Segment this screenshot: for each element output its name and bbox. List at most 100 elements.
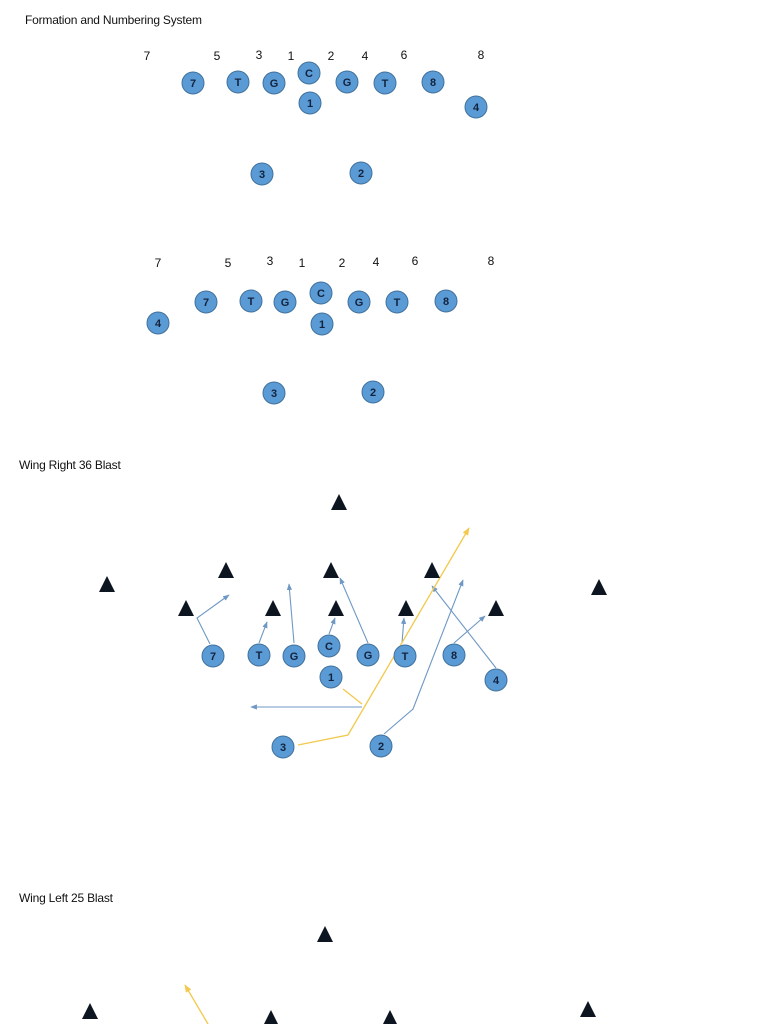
player-label: G (343, 77, 352, 89)
player-label: T (394, 297, 401, 309)
player-t: T (247, 643, 271, 667)
player-1: 1 (310, 312, 334, 336)
player-7: 7 (194, 290, 218, 314)
player-label: 7 (203, 297, 209, 309)
blocking-route-arrow-icon (400, 617, 407, 644)
defender-triangle-icon (317, 926, 333, 942)
defender-triangle-icon (82, 1003, 98, 1019)
player-1: 1 (319, 665, 343, 689)
player-4: 4 (464, 95, 488, 119)
player-8: 8 (421, 70, 445, 94)
hole-number: 5 (225, 256, 232, 270)
player-label: 1 (307, 98, 313, 110)
player-circle-icon (194, 290, 218, 314)
player-label: 2 (378, 741, 384, 753)
player-circle-icon (361, 380, 385, 404)
player-label: G (364, 650, 373, 662)
player-label: 3 (271, 388, 277, 400)
player-circle-icon (239, 289, 263, 313)
defenders-layer (82, 494, 607, 1024)
player-label: 4 (155, 318, 162, 330)
hole-number: 6 (401, 48, 408, 62)
player-circle-icon (250, 162, 274, 186)
hole-number: 7 (155, 256, 162, 270)
blocking-route-arrow-icon (286, 583, 295, 644)
defender-triangle-icon (383, 1010, 397, 1024)
blocking-route-arrow-icon (383, 579, 464, 735)
player-label: 8 (430, 77, 436, 89)
player-label: G (290, 651, 299, 663)
player-circle-icon (385, 290, 409, 314)
hole-number: 3 (256, 48, 263, 62)
defender-triangle-icon (264, 1010, 278, 1024)
player-g: G (335, 70, 359, 94)
blocking-route-arrow-icon (258, 621, 268, 644)
player-circle-icon (464, 95, 488, 119)
player-circle-icon (247, 643, 271, 667)
player-label: T (382, 78, 389, 90)
player-circle-icon (310, 312, 334, 336)
player-label: 3 (259, 169, 265, 181)
defender-triangle-icon (398, 600, 414, 616)
player-1: 1 (298, 91, 322, 115)
player-8: 8 (442, 643, 466, 667)
player-g: G (356, 643, 380, 667)
player-circle-icon (442, 643, 466, 667)
section-title-formation: Formation and Numbering System (25, 13, 202, 27)
player-circle-icon (309, 281, 333, 305)
player-t: T (226, 70, 250, 94)
player-c: C (309, 281, 333, 305)
defender-triangle-icon (178, 600, 194, 616)
defender-triangle-icon (99, 576, 115, 592)
player-circle-icon (181, 71, 205, 95)
player-label: 7 (210, 651, 216, 663)
defender-triangle-icon (424, 562, 440, 578)
hole-number: 4 (362, 49, 369, 63)
hole-number: 8 (478, 48, 485, 62)
player-7: 7 (201, 644, 225, 668)
player-circle-icon (356, 643, 380, 667)
blocking-route-arrow-icon (453, 615, 486, 644)
blocking-route-arrow-icon (328, 617, 336, 635)
player-circle-icon (271, 735, 295, 759)
player-t: T (239, 289, 263, 313)
hole-number: 1 (299, 256, 306, 270)
player-label: 7 (190, 78, 196, 90)
player-label: G (355, 297, 364, 309)
player-circle-icon (262, 71, 286, 95)
player-circle-icon (347, 290, 371, 314)
player-circle-icon (319, 665, 343, 689)
player-circle-icon (373, 71, 397, 95)
player-circle-icon (146, 311, 170, 335)
player-7: 7 (181, 71, 205, 95)
defender-triangle-icon (580, 1001, 596, 1017)
blocking-route-arrow-icon (339, 577, 369, 644)
blocking-route-arrow-icon (431, 585, 497, 669)
player-2: 2 (349, 161, 373, 185)
section-title-wing-right-36-blast: Wing Right 36 Blast (19, 458, 121, 472)
player-t: T (393, 644, 417, 668)
player-t: T (385, 290, 409, 314)
player-4: 4 (146, 311, 170, 335)
player-c: C (317, 634, 341, 658)
hole-number: 5 (214, 49, 221, 63)
player-circle-icon (262, 381, 286, 405)
player-circle-icon (282, 644, 306, 668)
hole-number: 6 (412, 254, 419, 268)
player-g: G (282, 644, 306, 668)
player-circle-icon (349, 161, 373, 185)
hole-number: 2 (339, 256, 346, 270)
blocking-route-arrow-icon (196, 594, 230, 645)
ball-carrier-route-arrow-icon (184, 984, 209, 1024)
player-circle-icon (201, 644, 225, 668)
player-label: 1 (328, 672, 334, 684)
player-circle-icon (484, 668, 508, 692)
player-circle-icon (317, 634, 341, 658)
player-circle-icon (421, 70, 445, 94)
player-t: T (373, 71, 397, 95)
player-2: 2 (361, 380, 385, 404)
player-label: T (248, 296, 255, 308)
player-circle-icon (297, 61, 321, 85)
defender-triangle-icon (265, 600, 281, 616)
